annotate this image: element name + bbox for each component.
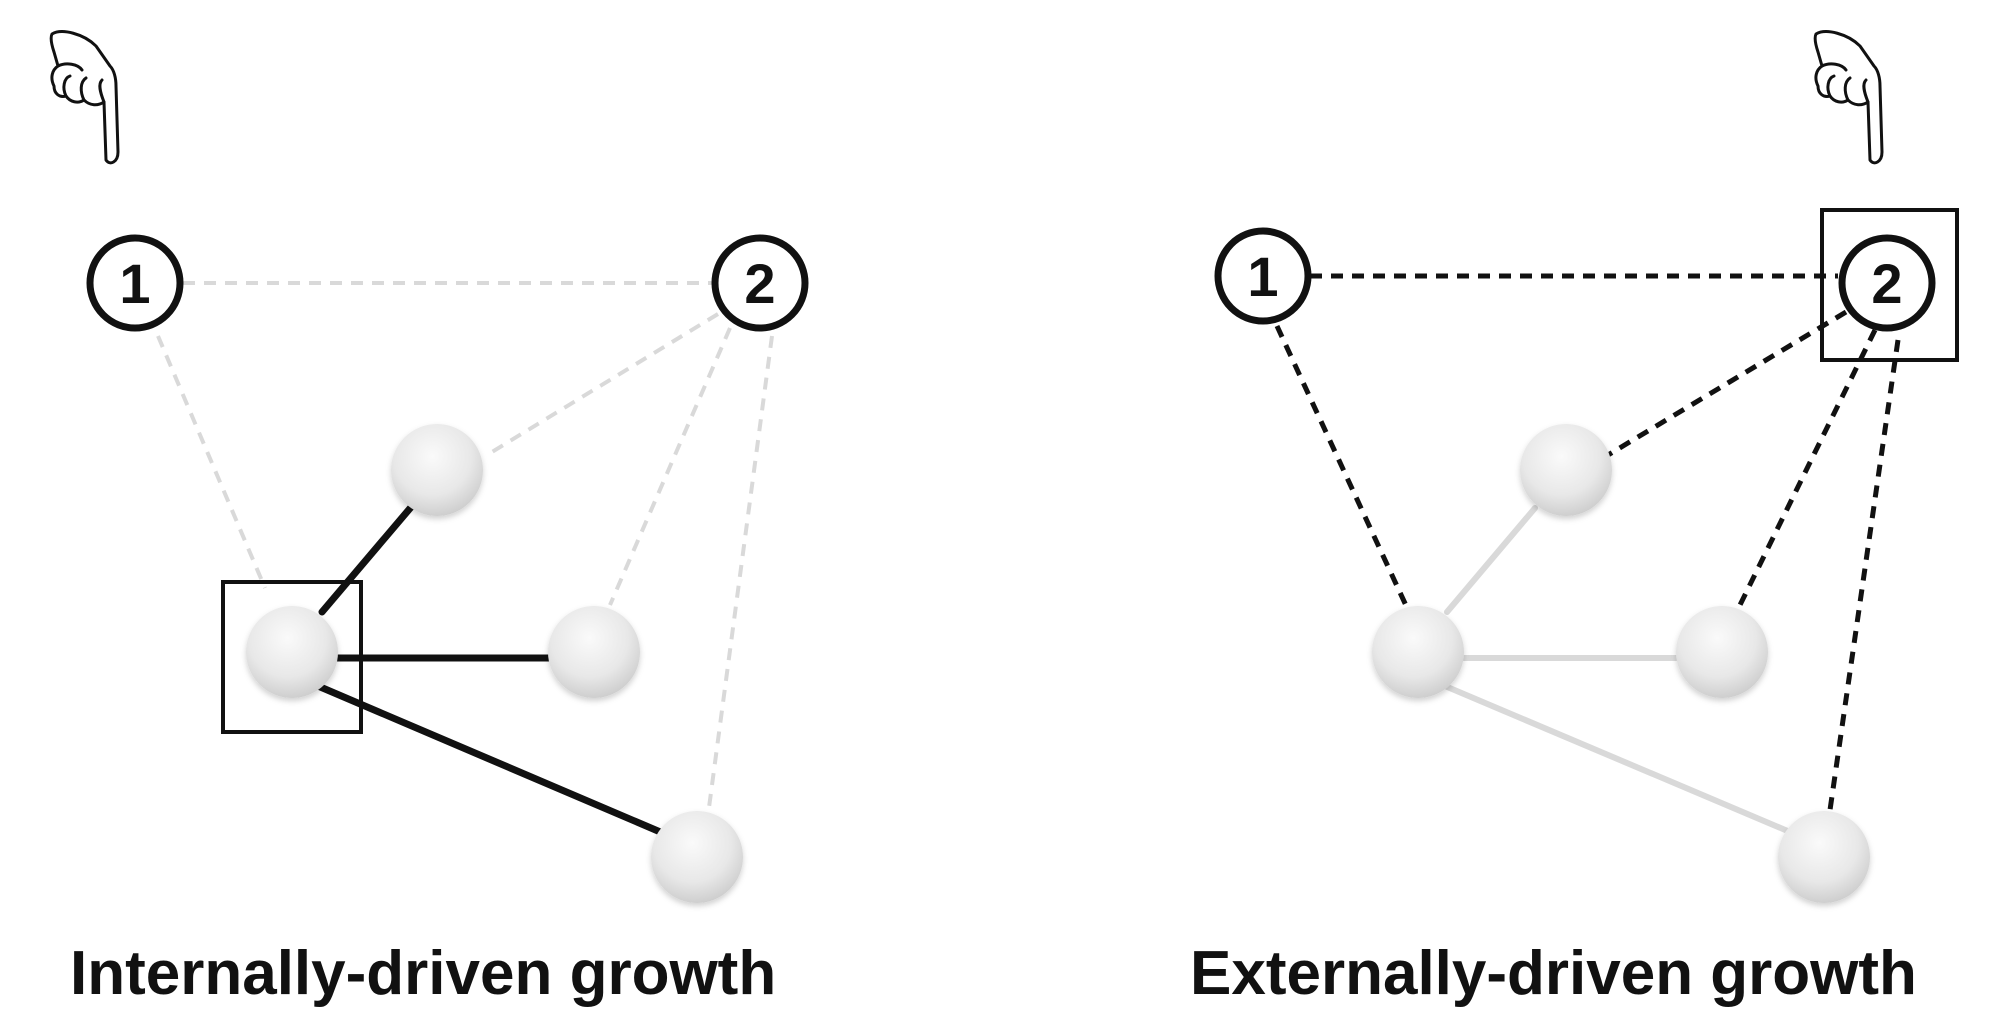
faded-solid-edges [1442,505,1793,835]
new-dashed-edges [1274,273,1901,811]
node-c [548,606,640,698]
edge-2-d [706,335,774,816]
edge-a-b [1444,505,1538,615]
nodes [246,424,743,903]
node-d [651,811,743,903]
edge-a-d [1442,683,1793,835]
panel-externally-driven: 1 2 [1214,30,1959,903]
pointing-hand-icon [1813,30,1884,165]
labeled-node-1: 1 [86,234,184,332]
node-a [1372,606,1464,698]
node-b [1520,424,1612,516]
node-d [1778,811,1870,903]
edge-2-c [608,327,732,606]
edge-a-b [318,502,416,616]
node-label: 2 [744,252,775,315]
node-label: 1 [1247,245,1278,308]
caption-internally-driven-growth: Internally-driven growth [70,939,777,1008]
edge-1-a [1274,324,1412,614]
labeled-node-2: 2 [711,234,809,332]
edge-2-b [1606,309,1848,458]
nodes [1372,424,1870,903]
edge-1-a [156,335,267,589]
node-a [246,606,338,698]
new-solid-edges [314,502,669,838]
selection-box [1820,208,1959,362]
caption-externally-driven-growth: Externally-driven growth [1190,939,1917,1008]
labeled-node-1: 1 [1214,227,1312,325]
node-b [391,424,483,516]
pointing-hand-icon [49,30,120,165]
faded-dashed-edges [156,281,774,816]
node-label: 1 [119,252,150,315]
edge-2-c [1737,328,1878,607]
node-c [1676,606,1768,698]
edge-a-d [314,682,669,838]
panel-internally-driven: 1 2 [49,30,809,903]
edge-2-d [1827,339,1901,811]
labeled-node-2: 2 [1838,234,1936,332]
edge-2-b [485,312,720,457]
selection-box [221,580,363,734]
node-label: 2 [1871,252,1902,315]
